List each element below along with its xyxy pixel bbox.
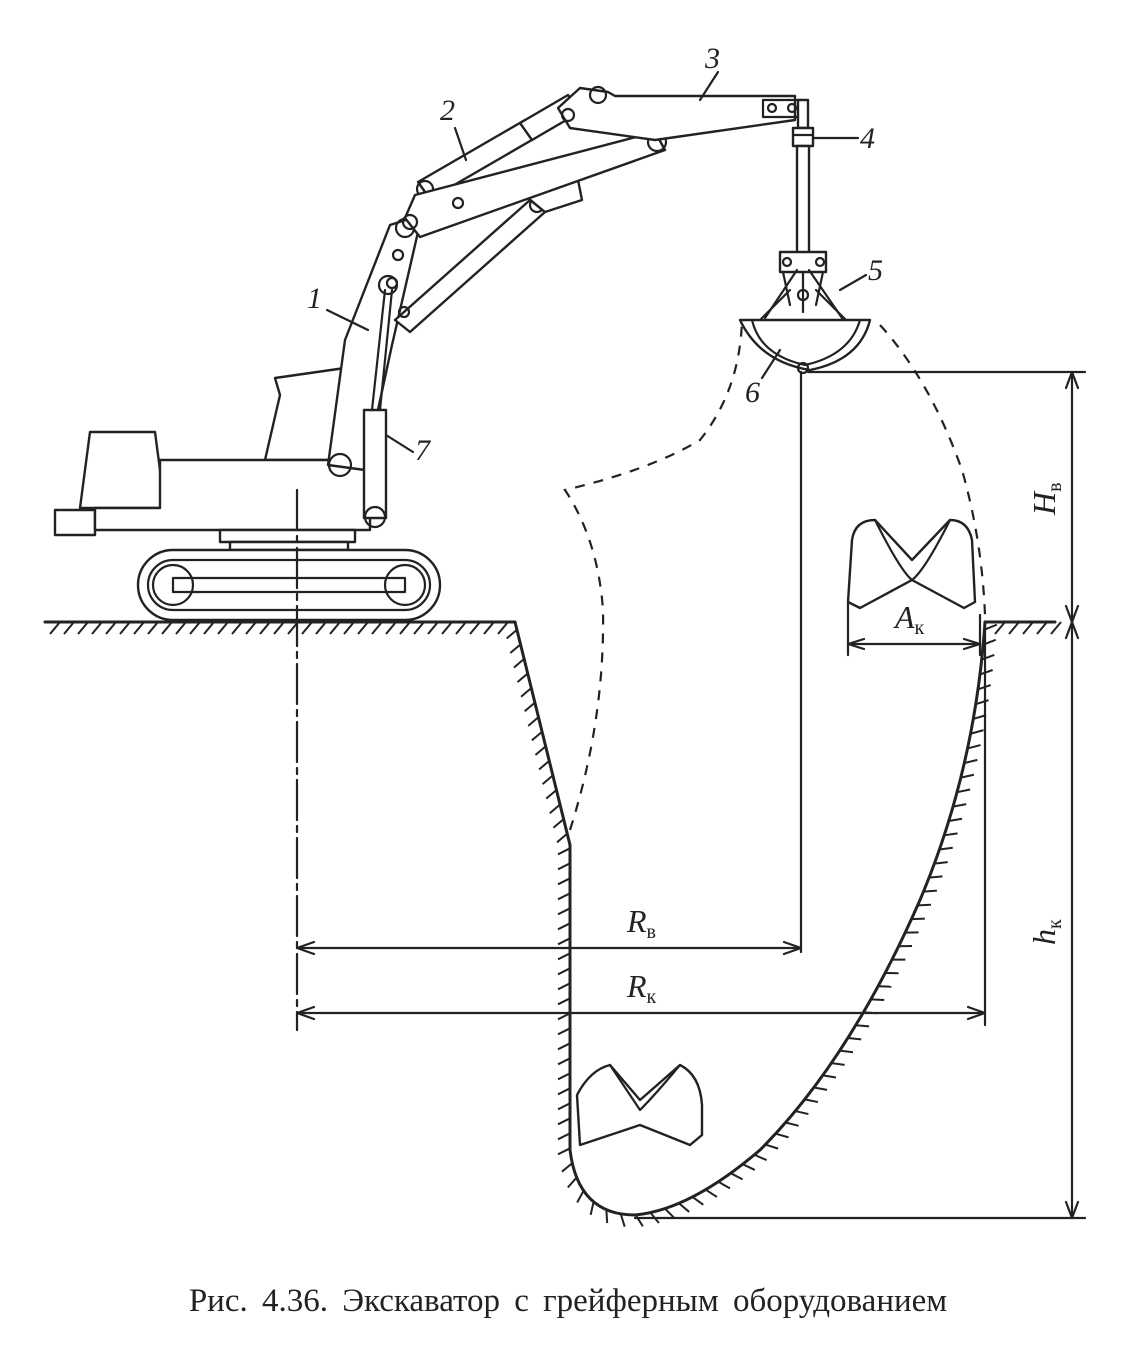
grab-rotator: [791, 98, 815, 258]
svg-text:hк: hк: [1026, 919, 1066, 945]
dimension-lines: [295, 370, 1087, 1220]
label-6: 6: [745, 376, 760, 409]
grab-head: [756, 250, 850, 324]
ground-hatching-right: [994, 621, 1062, 635]
trench-hatching: [506, 623, 998, 1227]
part-labels: 1 2 3 4 5 6 7: [307, 42, 883, 467]
trench-pit: [506, 620, 998, 1227]
open-grab-surface: [846, 518, 977, 610]
counterweight: [78, 430, 167, 510]
digging-envelope: [563, 319, 987, 831]
label-5: 5: [868, 254, 883, 287]
label-H-v: Hв: [1026, 482, 1066, 516]
excavator: [53, 85, 872, 1032]
label-A-k: Aк: [893, 599, 925, 639]
ground-hatching-left: [49, 621, 509, 635]
svg-text:Hв: Hв: [1026, 482, 1066, 516]
label-h-k: hк: [1026, 919, 1066, 945]
boom-upper-section: [403, 130, 667, 239]
arm-3: [556, 86, 797, 142]
open-grab-bottom: [575, 1063, 704, 1147]
turntable: [218, 528, 357, 544]
ground-surface: [43, 620, 1062, 635]
crawler-track: [136, 548, 442, 622]
hoist-cylinder: [362, 274, 399, 529]
label-4: 4: [860, 122, 875, 155]
label-R-k: Rк: [626, 968, 657, 1008]
rear-block: [53, 508, 97, 537]
grab-bucket: [738, 318, 872, 372]
label-R-v: Rв: [626, 903, 656, 943]
dimension-labels: Hв Aк hк Rв Rк: [626, 482, 1066, 1008]
label-2: 2: [440, 94, 455, 127]
figure-caption: Рис. 4.36. Экскаватор с грейферным обору…: [188, 1283, 948, 1319]
label-7: 7: [415, 434, 432, 467]
label-H-v-main: H: [1026, 490, 1062, 516]
label-H-v-sub: в: [1044, 482, 1066, 491]
label-1: 1: [307, 282, 322, 315]
label-3: 3: [704, 42, 720, 75]
